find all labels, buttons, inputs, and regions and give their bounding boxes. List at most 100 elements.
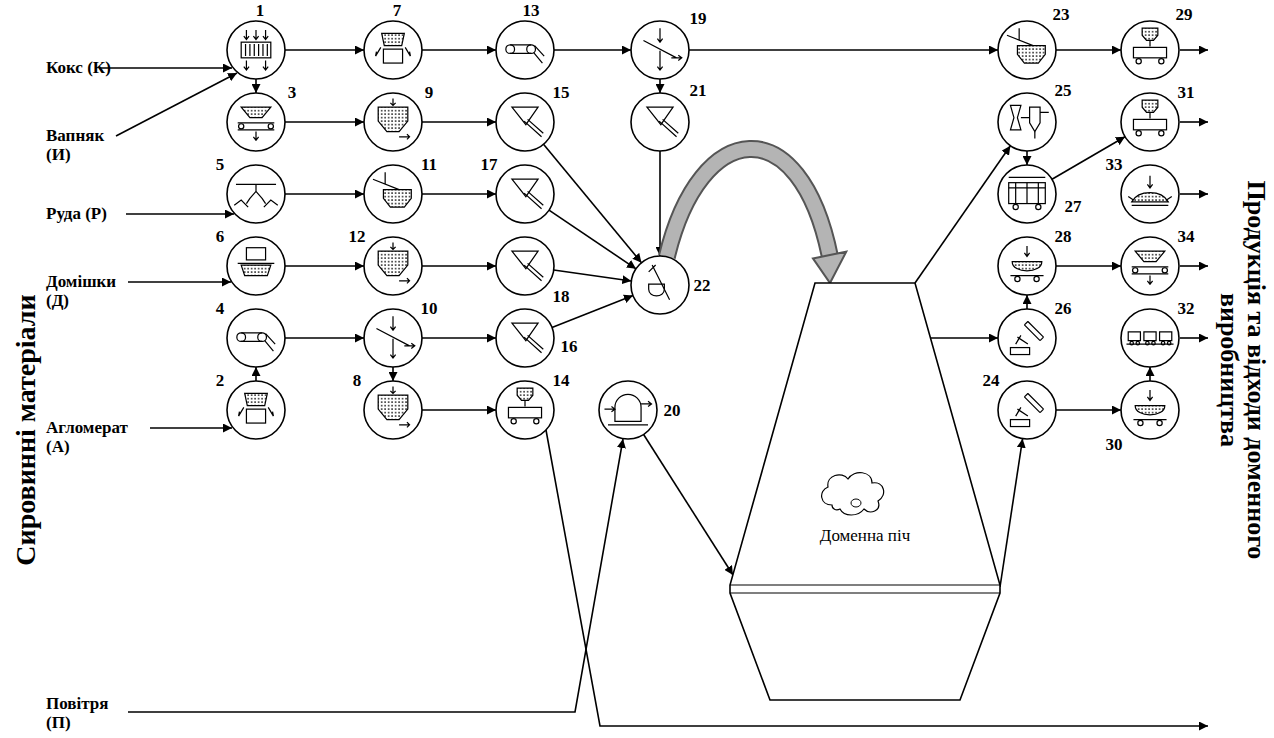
callout-number: 31 (1178, 84, 1195, 101)
node-outline (226, 164, 286, 224)
flow-arrow (930, 337, 998, 339)
process-circle: 27 (997, 164, 1057, 224)
callout-number: 32 (1178, 300, 1195, 317)
circle-outline (364, 21, 422, 79)
flow-arrow (285, 193, 364, 195)
node-outline (720, 275, 1010, 705)
equipment-icon (241, 30, 271, 70)
node-outline (997, 308, 1057, 368)
connector-layer (256, 50, 1150, 587)
circle-outline (227, 381, 285, 439)
callout-number: 25 (1055, 82, 1072, 99)
circle-outline (227, 93, 285, 151)
circle-outline (998, 309, 1056, 367)
output-arrow (1180, 193, 1208, 195)
input-label: Повітря (П) (46, 694, 130, 732)
equipment-icon (512, 107, 543, 137)
equipment-icon (373, 172, 411, 207)
flow-arrow (1056, 265, 1121, 267)
equipment-icon (1126, 332, 1173, 345)
equipment-icon (512, 179, 543, 209)
process-circle: 30 (1120, 380, 1180, 440)
node-outline (363, 380, 423, 440)
callout-number: 15 (553, 84, 570, 101)
callout-number: 23 (1053, 6, 1070, 23)
flow-arrow (1056, 409, 1121, 411)
circle-outline (998, 165, 1056, 223)
equipment-icon (1133, 28, 1166, 64)
charge-arrow-body (667, 149, 830, 257)
equipment-icon (376, 316, 414, 358)
process-circle: 10 (363, 308, 423, 368)
process-circle: 17 (495, 164, 555, 224)
equipment-icon (647, 107, 678, 137)
input-arrow (100, 67, 232, 69)
flow-arrow (422, 265, 496, 267)
input-label: Агломерат (А) (46, 418, 152, 456)
charge-arrow (667, 149, 846, 283)
output-arrow (1180, 265, 1208, 267)
process-circle: 33 (1120, 164, 1180, 224)
circle-outline (998, 93, 1056, 151)
process-circle: 29 (1120, 20, 1180, 80)
charge-arrow-head (813, 252, 846, 283)
node-outline (997, 92, 1057, 152)
node-outline (997, 380, 1057, 440)
process-circle: 26 (997, 308, 1057, 368)
circle-outline (496, 93, 554, 151)
input-arrow (150, 427, 232, 429)
process-circle: 7 (363, 20, 423, 80)
equipment-icon (376, 33, 411, 63)
process-circle: 8 (363, 380, 423, 440)
input-arrow (126, 213, 234, 215)
flow-arrow (544, 144, 642, 262)
output-arrow (1180, 121, 1208, 123)
node-outline (226, 380, 286, 440)
circle-outline (364, 165, 422, 223)
callout-number: 29 (1176, 6, 1193, 23)
node-outline (630, 20, 690, 80)
flow-arrow (422, 121, 496, 123)
callout-number: 26 (1055, 300, 1072, 317)
node-outline (226, 20, 286, 80)
callout-number: 4 (216, 300, 225, 317)
equipment-icon (1133, 390, 1166, 426)
flow-arrow (1052, 137, 1125, 180)
equipment-icon (1132, 251, 1169, 284)
equipment-icon (1007, 28, 1045, 63)
circle-outline (496, 381, 554, 439)
furnace-label: Доменна піч (810, 527, 920, 546)
callout-number: 1 (256, 2, 265, 19)
circle-outline (364, 381, 422, 439)
circle-outline (227, 21, 285, 79)
circle-outline (998, 21, 1056, 79)
circle-outline (227, 237, 285, 295)
flow-arrow (422, 409, 496, 411)
process-circle: 4 (226, 308, 286, 368)
callout-number: 7 (393, 2, 402, 19)
equipment-icon (1128, 176, 1172, 206)
node-outline (1120, 380, 1180, 440)
callout-number: 18 (553, 288, 570, 305)
flow-arrow (915, 146, 1010, 283)
gas-cloud (822, 473, 884, 515)
callout-number: 16 (561, 338, 578, 355)
equipment-icon (1133, 100, 1166, 136)
equipment-icon (1010, 105, 1048, 138)
input-arrow (116, 73, 237, 136)
side-heading: Продукція та відходи доменного виробницт… (1216, 110, 1271, 630)
flow-arrow (659, 151, 661, 256)
flow-arrow (1000, 439, 1023, 587)
flow-arrow (422, 49, 496, 51)
node-outline (495, 308, 555, 368)
node-outline (363, 308, 423, 368)
process-circle: 21 (630, 92, 690, 152)
equipment-icon (512, 251, 543, 281)
equipment-icon (1010, 393, 1043, 426)
flow-arrow (1026, 151, 1028, 165)
circle-outline (1121, 237, 1179, 295)
equipment-icon (649, 265, 670, 300)
equipment-icon (238, 107, 275, 140)
process-circle: 6 (226, 236, 286, 296)
circle-outline (496, 309, 554, 367)
